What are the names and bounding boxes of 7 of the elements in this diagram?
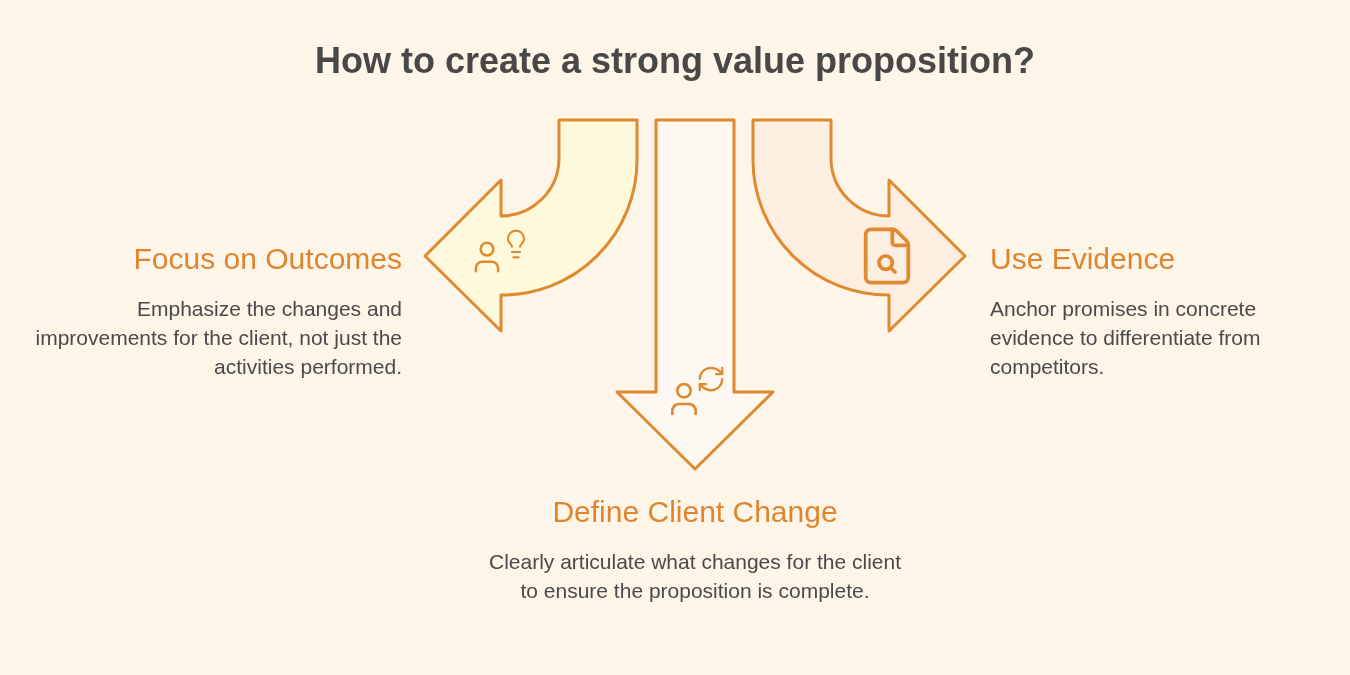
section-heading: Define Client Change: [551, 494, 839, 530]
description-text: Clearly articulate what changes for the client to ensure the proposition is complete.: [487, 549, 902, 604]
description-text: Emphasize the changes and improvements for the client, not just the activities performed.: [34, 296, 402, 380]
section-heading: Focus on Outcomes: [132, 241, 402, 277]
section-heading: Use Evidence: [990, 241, 1177, 277]
description-text: Anchor promises in concrete evidence to differentiate from competitors.: [990, 296, 1262, 380]
title: How to create a strong value proposition?: [313, 39, 1037, 83]
